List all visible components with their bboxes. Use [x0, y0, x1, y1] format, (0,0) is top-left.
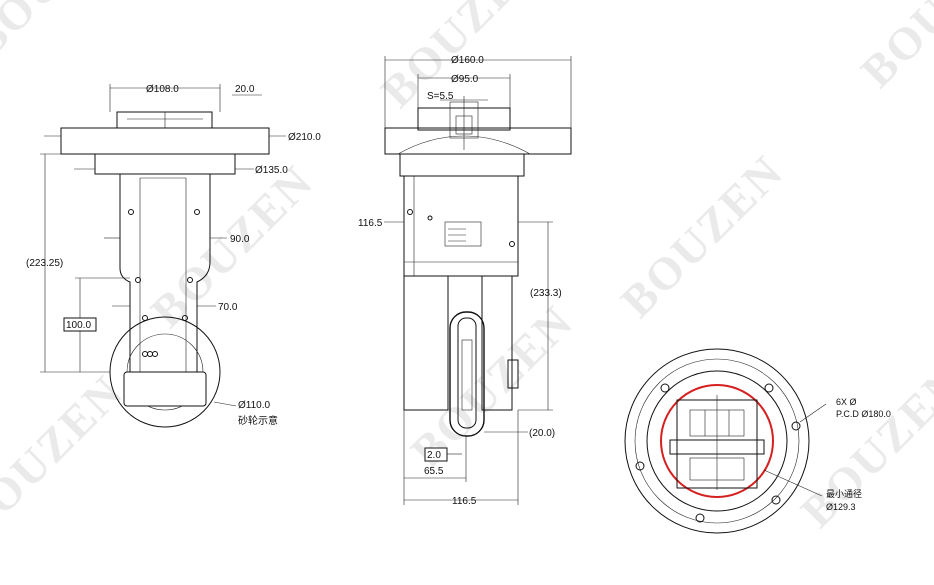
- side-block: [507, 359, 519, 389]
- dim-box: [424, 447, 448, 462]
- bolt-hole: [635, 461, 645, 471]
- shoulder: [399, 153, 525, 177]
- watermark: BOUZEN: [791, 355, 934, 537]
- dim-flange-dia: Ø160.0: [451, 55, 484, 66]
- bolt-hole: [427, 215, 433, 221]
- wheel-axle: [461, 339, 473, 411]
- wheel-side: [449, 311, 485, 437]
- bolt-hole: [135, 277, 141, 283]
- left-leg: [403, 276, 449, 411]
- dim-bottom-1: 65.5: [424, 466, 444, 477]
- dim-shoulder-dia: Ø135.0: [255, 165, 288, 176]
- dim-total-height: (223.25): [26, 258, 63, 269]
- bolt-hole: [128, 209, 134, 215]
- bolt-hole: [147, 351, 153, 357]
- dim-top-dia: Ø108.0: [146, 84, 179, 95]
- dim-s: S=5.5: [427, 91, 454, 102]
- leader: [763, 469, 823, 497]
- bolt-hole: [509, 241, 515, 247]
- flange-curve: [397, 135, 531, 155]
- dim-flange-dia: Ø210.0: [288, 132, 321, 143]
- note-wheel: 砂轮示意: [238, 414, 278, 427]
- watermark: BOUZEN: [611, 145, 793, 327]
- flange: [60, 127, 270, 155]
- wheel-mount: [123, 371, 207, 407]
- top-adaptor: [116, 111, 213, 128]
- bolt-hole: [407, 209, 413, 215]
- main-body: [403, 175, 519, 277]
- outer-ring: [624, 348, 810, 534]
- dim-wheel-width: 2.0: [427, 450, 441, 461]
- note-holes: 6X Ø: [836, 397, 857, 407]
- bolt-hole: [660, 383, 670, 393]
- dim-top-step: 20.0: [235, 84, 255, 95]
- dim-low-width: 70.0: [218, 302, 238, 313]
- watermark: BOUZEN: [0, 365, 133, 547]
- inner-ring: [646, 370, 788, 512]
- dim-mid-width: 90.0: [230, 234, 250, 245]
- right-leg: [481, 276, 513, 411]
- nameplate: [444, 221, 482, 247]
- dim-bottom-2: 116.5: [452, 496, 477, 507]
- dim-box: [63, 317, 97, 332]
- bolt-hole: [764, 383, 774, 393]
- bottom-bolts: [635, 383, 801, 523]
- dim-inner-dia: Ø95.0: [451, 74, 479, 85]
- bolt-hole: [771, 495, 781, 505]
- bolt-hole: [187, 277, 193, 283]
- bolt-hole: [152, 351, 158, 357]
- leader: [213, 401, 237, 407]
- wheel-inner: [457, 317, 477, 429]
- leader: [799, 403, 827, 423]
- min-pass-circle: [660, 384, 774, 498]
- front-view: Ø160.0 Ø95.0 S=5.5 116.5 (233.3) (20.0) …: [358, 55, 572, 507]
- dim-wheel-center: 100.0: [66, 320, 91, 331]
- watermark: BOUZEN: [851, 0, 934, 97]
- watermark: BOUZEN: [0, 0, 143, 67]
- bolt-hole: [695, 513, 705, 523]
- pcd-ring: [634, 358, 800, 524]
- shoulder: [94, 153, 236, 175]
- dim-left-offset: 116.5: [358, 218, 383, 229]
- bottom-view: 6X Ø P.C.D Ø180.0 最小通径 Ø129.3: [624, 348, 891, 534]
- hub-core: [455, 115, 473, 135]
- note-pcd: P.C.D Ø180.0: [836, 409, 891, 419]
- note-min-pass: 最小通径: [826, 488, 862, 499]
- dim-wheel-offset: (20.0): [529, 428, 555, 439]
- dim-wheel-dia: Ø110.0: [238, 400, 270, 411]
- bolt-hole: [142, 351, 148, 357]
- dim-height: (233.3): [530, 288, 562, 299]
- dim-min-pass: Ø129.3: [826, 502, 856, 512]
- bolt-hole: [791, 421, 801, 431]
- bolt-hole: [194, 209, 200, 215]
- side-view: Ø108.0 20.0 Ø210.0 Ø135.0 (223.25) 90.0 …: [26, 84, 321, 428]
